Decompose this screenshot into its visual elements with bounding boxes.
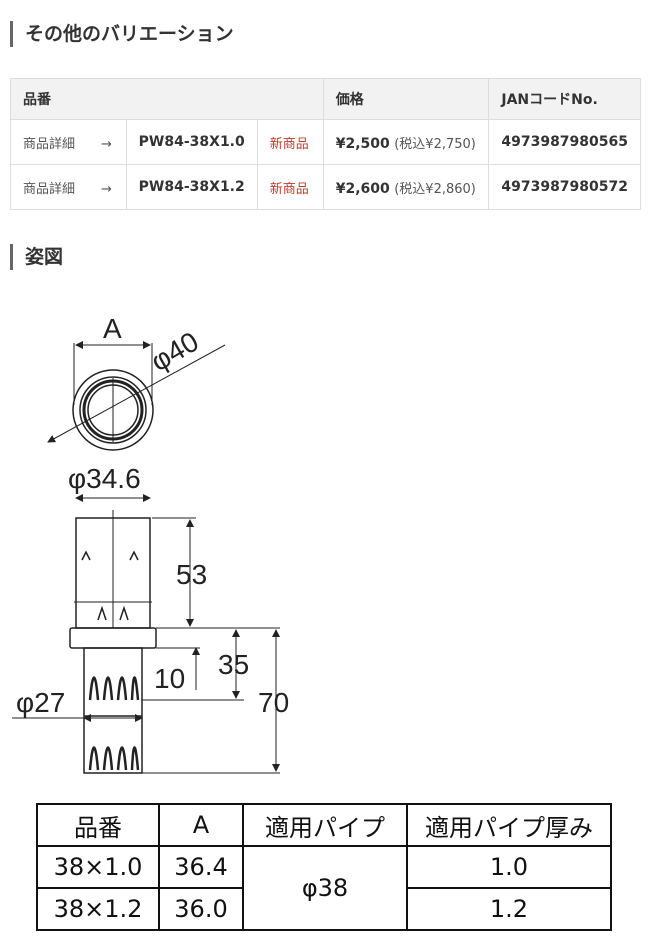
spec-header-pipe: 適用パイプ bbox=[242, 803, 408, 847]
spec-thickness: 1.0 bbox=[406, 845, 612, 889]
jan-code: 4973987980572 bbox=[488, 164, 641, 210]
detail-label: 商品詳細 bbox=[23, 181, 76, 197]
technical-drawing: A φ40 φ34.6 53 35 10 70 φ27 bbox=[12, 313, 289, 774]
dim-53-label: 53 bbox=[176, 559, 207, 590]
dim-phi40-label: φ40 bbox=[146, 326, 204, 378]
arrow-right-icon: → bbox=[101, 181, 112, 197]
table-row: 商品詳細→ PW84-38X1.0 新商品 ¥2,500 (税込¥2,750) … bbox=[10, 119, 641, 165]
table-row: 商品詳細→ PW84-38X1.2 新商品 ¥2,600 (税込¥2,860) … bbox=[10, 164, 641, 210]
price-tax: (税込¥2,750) bbox=[394, 136, 476, 152]
new-badge: 新商品 bbox=[256, 164, 324, 210]
dim-phi27-label: φ27 bbox=[16, 687, 65, 718]
header-jan: JANコードNo. bbox=[488, 78, 641, 120]
dim-phi34-label: φ34.6 bbox=[68, 463, 141, 494]
spec-table: 品番 A 適用パイプ 適用パイプ厚み 38×1.0 36.4 φ38 1.0 3… bbox=[36, 803, 612, 931]
dim-a-label: A bbox=[103, 313, 122, 344]
price: ¥2,600 bbox=[335, 180, 390, 197]
table-header-row: 品番 価格 JANコードNo. bbox=[10, 78, 641, 120]
detail-link[interactable]: 商品詳細 → bbox=[10, 164, 127, 210]
spec-code: 38×1.0 bbox=[36, 845, 160, 889]
table-row: 38×1.2 36.0 1.2 bbox=[36, 887, 612, 931]
variations-table: 品番 価格 JANコードNo. 商品詳細 → PW84-38X1.0 新商品 ¥2… bbox=[10, 78, 641, 210]
product-code: PW84-38X1.2 bbox=[125, 164, 258, 210]
header-code: 品番 bbox=[10, 78, 324, 120]
dim-10-label: 10 bbox=[154, 663, 185, 694]
top-view bbox=[47, 341, 226, 451]
side-view bbox=[12, 494, 280, 774]
spec-pipe: φ38 bbox=[242, 845, 408, 931]
price: ¥2,500 bbox=[335, 135, 390, 152]
dim-35-label: 35 bbox=[218, 649, 249, 680]
jan-code: 4973987980565 bbox=[488, 119, 641, 165]
product-code: PW84-38X1.0 bbox=[125, 119, 258, 165]
spec-thickness: 1.2 bbox=[406, 887, 612, 931]
table-row: 38×1.0 36.4 φ38 1.0 bbox=[36, 845, 612, 931]
section-title-variations: その他のバリエーション bbox=[10, 21, 234, 47]
spec-header-a: A bbox=[158, 803, 244, 847]
spec-a: 36.4 bbox=[158, 845, 244, 889]
spec-a: 36.0 bbox=[158, 887, 244, 931]
section-title-figure: 姿図 bbox=[10, 244, 63, 270]
arrow-right-icon: → bbox=[101, 136, 112, 152]
price-cell: ¥2,600 (税込¥2,860) bbox=[322, 164, 490, 210]
spec-header-row: 品番 A 適用パイプ 適用パイプ厚み bbox=[36, 803, 612, 847]
new-badge: 新商品 bbox=[256, 119, 324, 165]
header-price: 価格 bbox=[322, 78, 490, 120]
detail-link[interactable]: 商品詳細 → bbox=[10, 119, 127, 165]
spec-header-code: 品番 bbox=[36, 803, 160, 847]
detail-label: 商品詳細 bbox=[23, 136, 76, 152]
spec-code: 38×1.2 bbox=[36, 887, 160, 931]
price-tax: (税込¥2,860) bbox=[394, 181, 476, 197]
dim-70-label: 70 bbox=[258, 687, 289, 718]
price-cell: ¥2,500 (税込¥2,750) bbox=[322, 119, 490, 165]
spec-header-thickness: 適用パイプ厚み bbox=[406, 803, 612, 847]
